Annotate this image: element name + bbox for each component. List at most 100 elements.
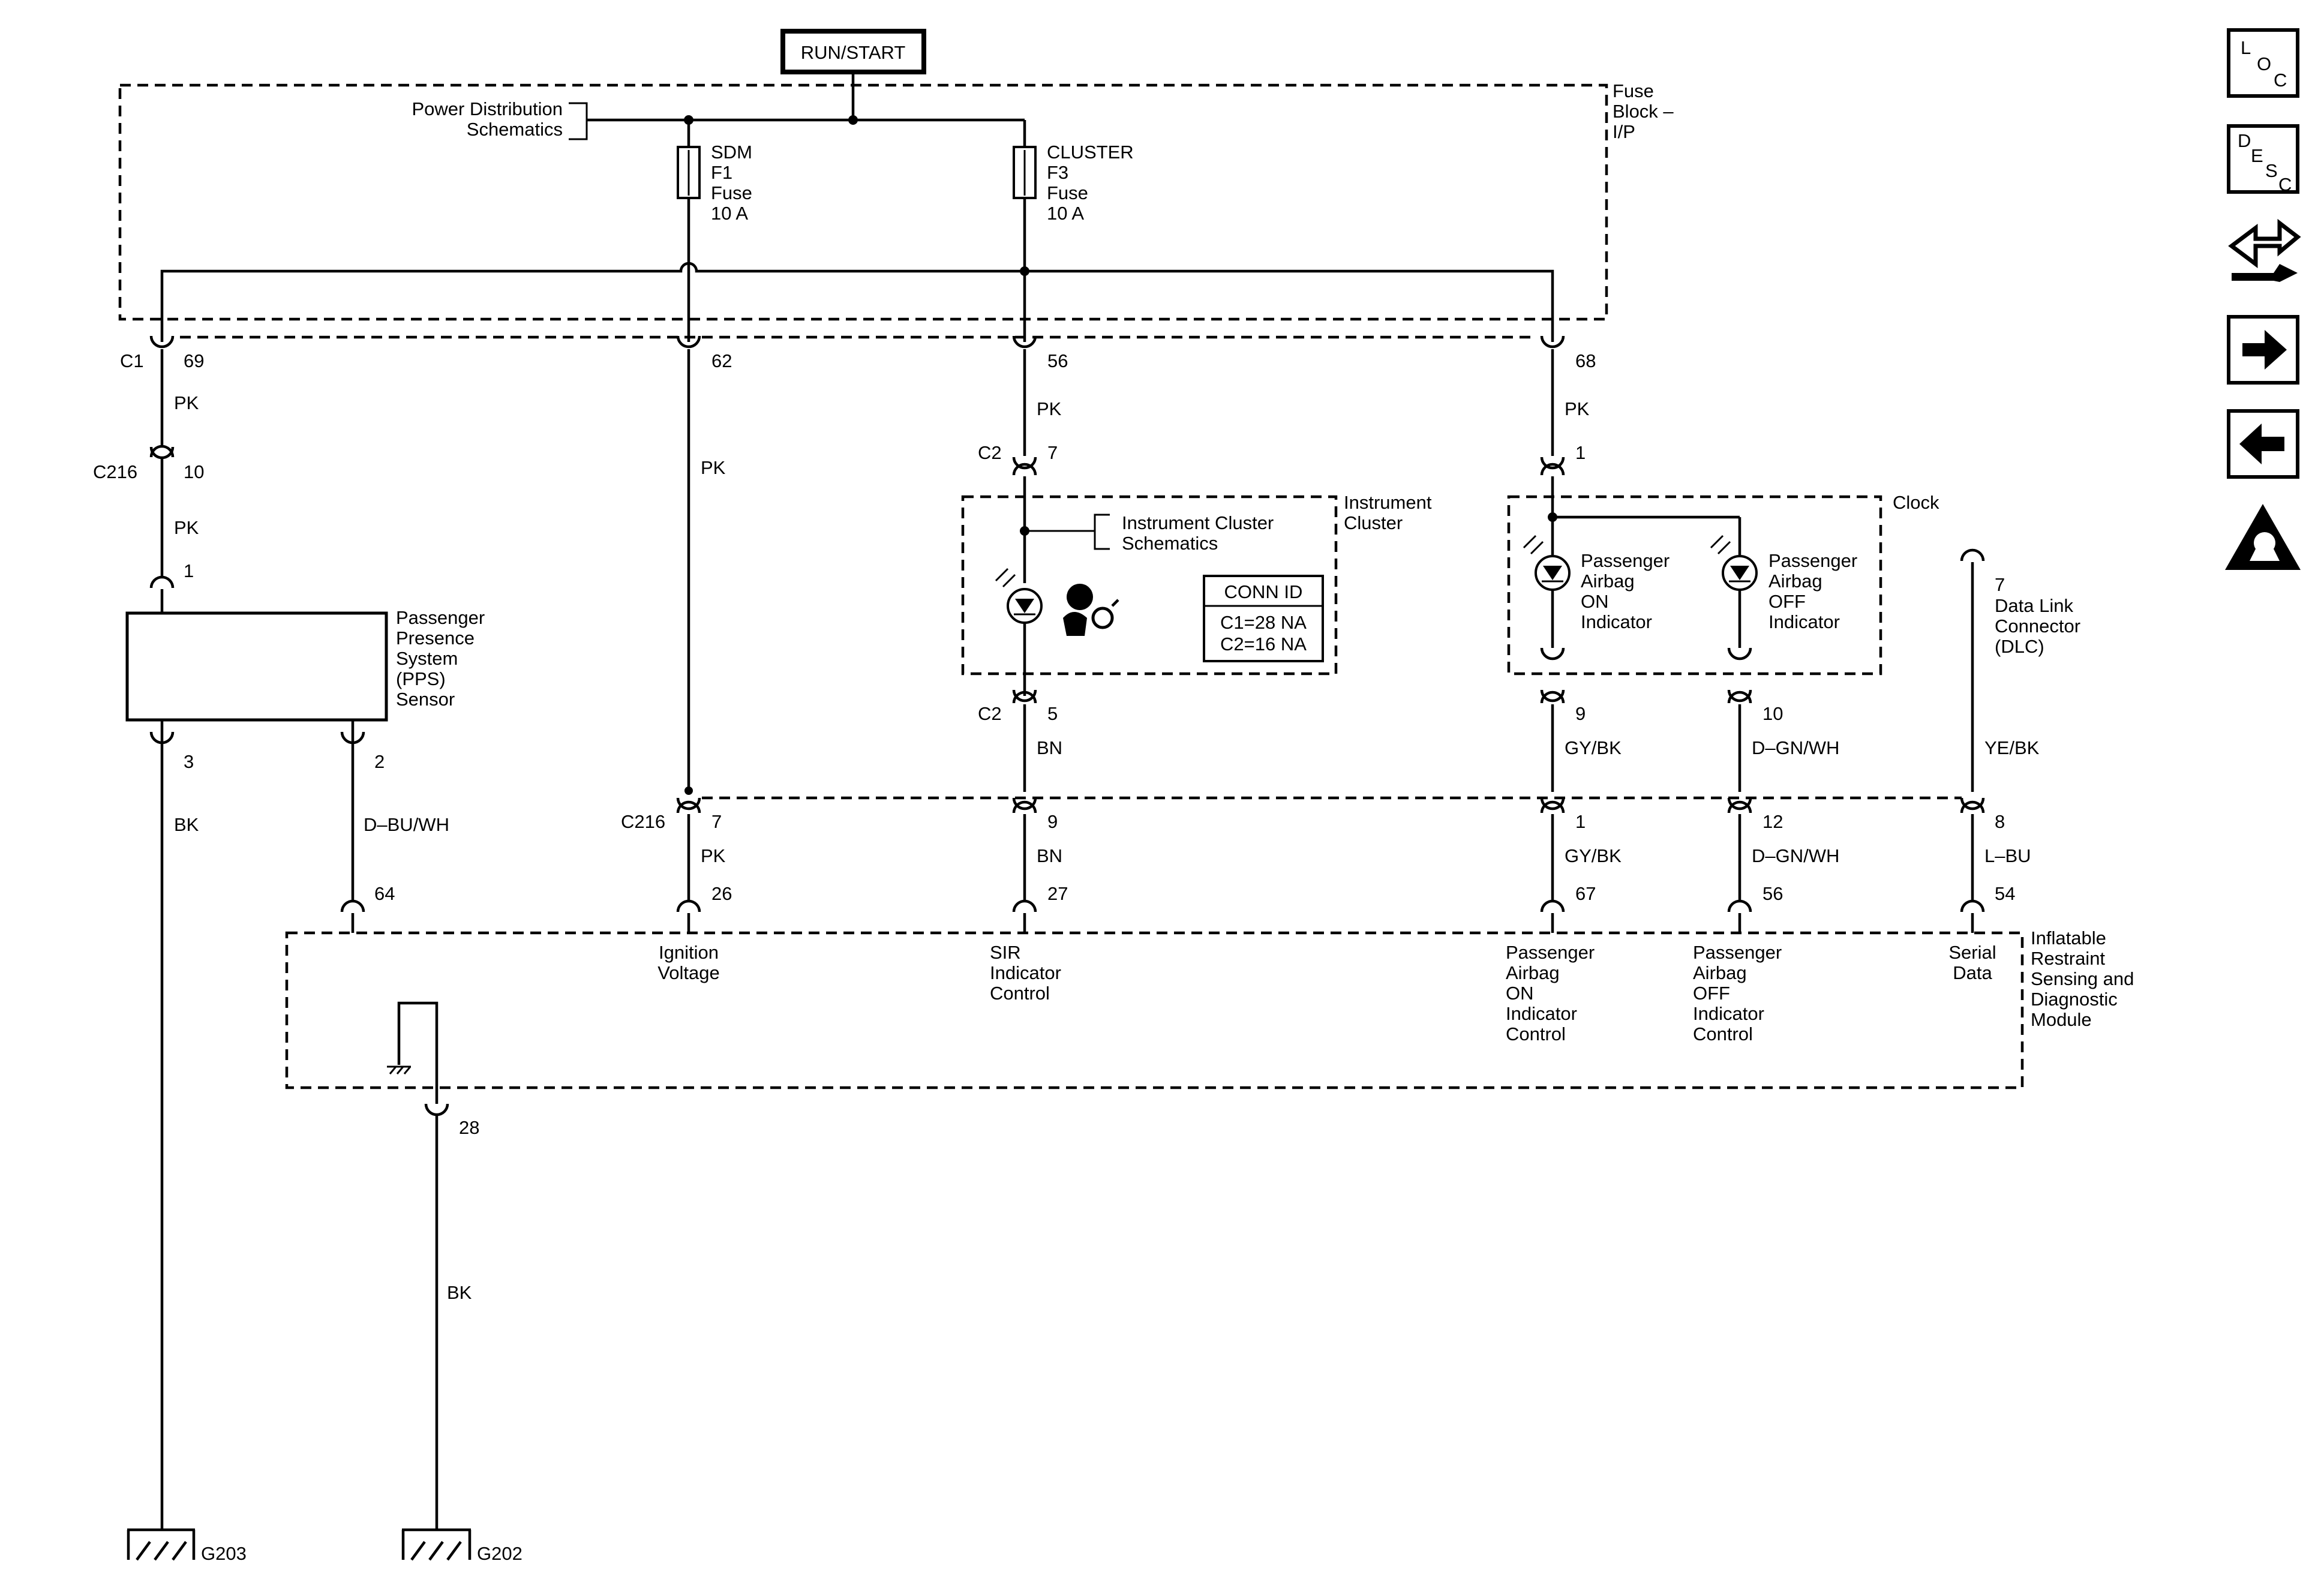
svg-text:26: 26: [711, 883, 732, 904]
sdm-fuse: SDM F1 Fuse 10 A: [677, 120, 752, 342]
cluster-fuse: CLUSTER F3 Fuse 10 A: [1013, 120, 1134, 342]
svg-text:L–BU: L–BU: [1984, 845, 2031, 866]
svg-text:9: 9: [1575, 703, 1586, 724]
svg-text:Control: Control: [1506, 1023, 1566, 1044]
svg-text:Data Link: Data Link: [1995, 595, 2073, 616]
svg-text:Serial: Serial: [1948, 942, 1996, 963]
svg-text:Passenger: Passenger: [1581, 550, 1670, 571]
svg-text:Instrument: Instrument: [1344, 492, 1432, 513]
power-distribution-schematics-reference: Power Distribution Schematics: [412, 98, 588, 140]
svg-text:CLUSTER: CLUSTER: [1047, 142, 1134, 163]
svg-text:Ignition: Ignition: [659, 942, 719, 963]
svg-text:C216: C216: [621, 811, 665, 832]
next-arrow-icon[interactable]: [2227, 315, 2299, 385]
svg-text:D–GN/WH: D–GN/WH: [1752, 737, 1839, 758]
svg-text:Airbag: Airbag: [1768, 571, 1822, 592]
svg-text:68: 68: [1575, 350, 1596, 371]
svg-text:(DLC): (DLC): [1995, 636, 2044, 657]
svg-text:56: 56: [1762, 883, 1783, 904]
svg-text:OFF: OFF: [1768, 591, 1806, 612]
fuse-block-title: Fuse Block – I/P: [1613, 80, 1674, 142]
svg-text:7: 7: [711, 811, 722, 832]
svg-text:Module: Module: [2031, 1009, 2092, 1030]
instrument-cluster-title: Instrument Cluster: [1344, 492, 1432, 533]
svg-text:GY/BK: GY/BK: [1565, 845, 1622, 866]
instrument-cluster-internal: Instrument Cluster Schematics: [995, 476, 1274, 696]
svg-text:9: 9: [1047, 811, 1058, 832]
svg-text:BN: BN: [1037, 845, 1062, 866]
svg-text:ON: ON: [1581, 591, 1609, 612]
svg-text:ON: ON: [1506, 983, 1534, 1004]
svg-text:GY/BK: GY/BK: [1565, 737, 1622, 758]
svg-text:C: C: [2278, 174, 2292, 195]
svg-text:1: 1: [184, 560, 194, 581]
svg-text:Cluster: Cluster: [1344, 512, 1403, 533]
svg-text:CONN ID: CONN ID: [1224, 581, 1303, 602]
svg-text:5: 5: [1047, 703, 1058, 724]
location-icon[interactable]: L O C: [2227, 28, 2299, 98]
svg-text:Voltage: Voltage: [657, 962, 719, 983]
svg-text:SIR: SIR: [990, 942, 1021, 963]
svg-text:F3: F3: [1047, 162, 1068, 183]
svg-text:Airbag: Airbag: [1581, 571, 1635, 592]
svg-text:OFF: OFF: [1693, 983, 1730, 1004]
svg-text:Passenger: Passenger: [396, 607, 485, 628]
svg-text:62: 62: [711, 350, 732, 371]
svg-text:S: S: [2265, 160, 2278, 181]
esd-warning-icon[interactable]: [2225, 504, 2301, 570]
svg-text:Passenger: Passenger: [1693, 942, 1782, 963]
svg-text:PK: PK: [701, 845, 726, 866]
svg-text:Block –: Block –: [1613, 101, 1674, 122]
svg-text:C1=28 NA: C1=28 NA: [1220, 612, 1307, 633]
fuse-block-outline: [118, 83, 1608, 321]
svg-text:PK: PK: [1037, 398, 1062, 419]
svg-text:Schematics: Schematics: [1122, 533, 1218, 554]
svg-text:27: 27: [1047, 883, 1068, 904]
svg-text:7: 7: [1995, 574, 2005, 595]
svg-text:3: 3: [184, 751, 194, 772]
module-pin-labels: Ignition Voltage SIR Indicator Control P…: [657, 942, 1996, 1044]
svg-text:SDM: SDM: [711, 142, 752, 163]
svg-text:69: 69: [184, 350, 204, 371]
pps-ground-wire: 3 BK: [149, 720, 199, 1530]
svg-text:System: System: [396, 648, 458, 669]
svg-text:67: 67: [1575, 883, 1596, 904]
clock-on-indicator-label: Passenger Airbag ON Indicator: [1581, 550, 1670, 632]
description-icon[interactable]: D E S C: [2227, 124, 2299, 195]
svg-text:C1: C1: [120, 350, 144, 371]
svg-text:BK: BK: [174, 814, 199, 835]
clock-outline: [1507, 495, 1882, 676]
svg-text:C216: C216: [93, 461, 137, 482]
svg-text:G202: G202: [477, 1543, 523, 1564]
svg-text:Indicator: Indicator: [1768, 611, 1840, 632]
svg-text:C2=16 NA: C2=16 NA: [1220, 634, 1307, 655]
svg-text:PK: PK: [174, 392, 199, 413]
svg-text:Instrument Cluster: Instrument Cluster: [1122, 512, 1274, 533]
svg-text:Restraint: Restraint: [2031, 948, 2105, 969]
svg-text:D–GN/WH: D–GN/WH: [1752, 845, 1839, 866]
clock-off-indicator-label: Passenger Airbag OFF Indicator: [1768, 550, 1857, 632]
previous-arrow-icon[interactable]: [2227, 409, 2299, 479]
connector-swap-icon[interactable]: [2228, 218, 2301, 282]
svg-text:BN: BN: [1037, 737, 1062, 758]
svg-text:2: 2: [374, 751, 385, 772]
svg-text:Connector: Connector: [1995, 616, 2080, 637]
svg-text:Indicator: Indicator: [990, 962, 1061, 983]
svg-text:C: C: [2274, 70, 2287, 91]
svg-text:PK: PK: [174, 517, 199, 538]
svg-text:28: 28: [459, 1117, 479, 1138]
svg-text:10: 10: [1762, 703, 1783, 724]
wire-cluster-feed: PK C2 7: [978, 349, 1062, 476]
svg-text:Sensor: Sensor: [396, 689, 455, 710]
svg-text:Power Distribution: Power Distribution: [412, 98, 563, 119]
svg-text:Indicator: Indicator: [1506, 1003, 1577, 1024]
pps-signal-wire: 2 D–BU/WH 64: [340, 720, 449, 933]
wire-ignition-feed: PK: [684, 349, 726, 795]
svg-text:Airbag: Airbag: [1693, 962, 1747, 983]
clock-title: Clock: [1893, 492, 1939, 513]
svg-text:Control: Control: [990, 983, 1050, 1004]
ground-g202: G202: [401, 1528, 523, 1564]
module-input-wires: PK BN GY/BK D–GN/WH L–BU 26 27 67 56 54: [676, 814, 2031, 933]
svg-text:Passenger: Passenger: [1768, 550, 1857, 571]
